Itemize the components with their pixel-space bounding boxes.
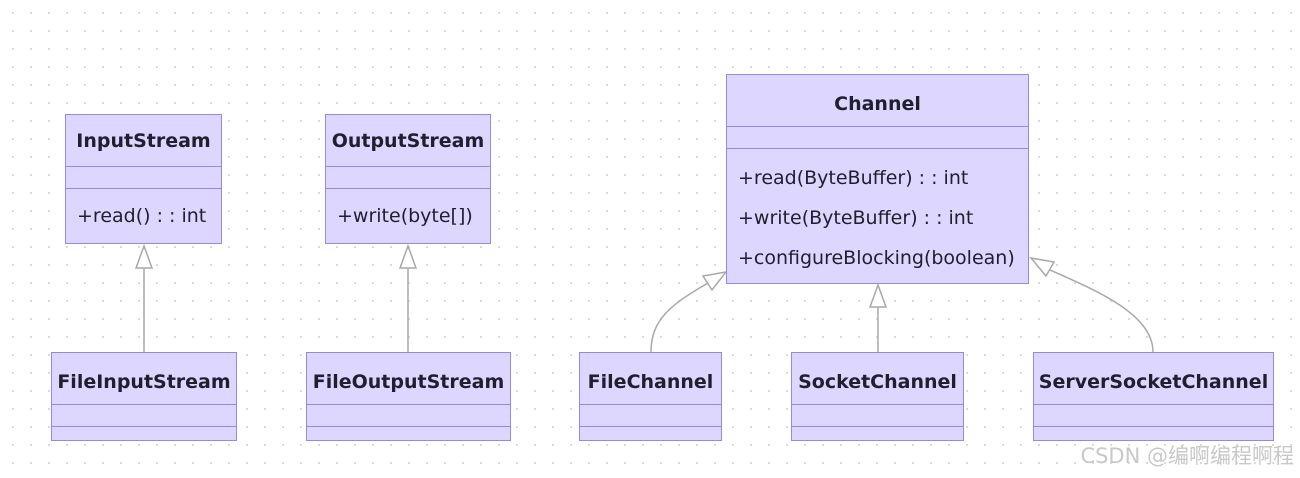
class-box-socketchannel: SocketChannel [791,352,964,441]
class-name: OutputStream [326,115,490,167]
attributes-section [580,405,721,427]
attributes-section [52,405,236,427]
methods-section: +read(ByteBuffer) : : int +write(ByteBuf… [727,149,1028,278]
method: +write(ByteBuffer) : : int [738,207,974,229]
arrowhead-inputstream [134,243,154,269]
methods-section: +read() : : int [66,189,221,236]
methods-section: +write(byte[]) [326,189,490,236]
attributes-section [1034,405,1273,427]
attributes-section [307,405,510,427]
class-name: FileInputStream [52,353,236,405]
class-name: SocketChannel [792,353,963,405]
class-box-inputstream: InputStream +read() : : int [65,114,222,244]
class-name: FileOutputStream [307,353,510,405]
edge-serversocketchannel-channel [1049,269,1154,353]
method: +write(byte[]) [337,205,473,227]
class-name: Channel [727,75,1028,127]
attributes-section [727,127,1028,149]
method: +read(ByteBuffer) : : int [738,167,969,189]
attributes-section [326,167,490,189]
class-name: ServerSocketChannel [1034,353,1273,405]
edge-filechannel-channel [650,282,709,353]
class-name: InputStream [66,115,221,167]
arrowhead-outputstream [398,243,418,269]
class-box-fileoutputstream: FileOutputStream [306,352,511,441]
watermark: CSDN @编啊编程啊程 [1080,444,1294,468]
class-name: FileChannel [580,353,721,405]
class-box-outputstream: OutputStream +write(byte[]) [325,114,491,244]
method: +configureBlocking(boolean) [738,247,1015,269]
attributes-section [792,405,963,427]
class-box-fileinputstream: FileInputStream [51,352,237,441]
arrowhead-channel-left [701,270,728,292]
class-box-filechannel: FileChannel [579,352,722,441]
attributes-section [66,167,221,189]
arrowhead-channel-center [868,282,888,308]
class-box-serversocketchannel: ServerSocketChannel [1033,352,1274,441]
arrowhead-channel-right [1029,256,1056,278]
class-box-channel: Channel +read(ByteBuffer) : : int +write… [726,74,1029,284]
method: +read() : : int [77,205,207,227]
